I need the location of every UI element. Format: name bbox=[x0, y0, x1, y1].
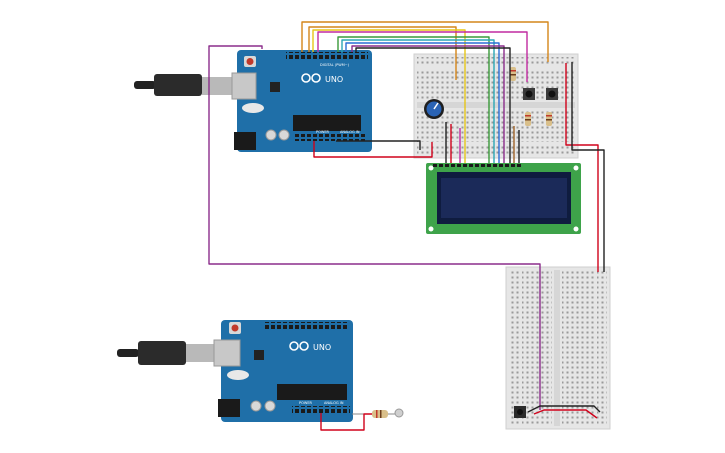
microcontroller-chip-bottom bbox=[277, 384, 347, 400]
wire-red-power-top bbox=[313, 141, 433, 158]
wire-green bbox=[337, 36, 490, 163]
lcd-pin-header bbox=[432, 164, 522, 169]
analog-label-bottom: ANALOG IN bbox=[324, 401, 344, 405]
arduino-logo-bottom bbox=[289, 341, 309, 351]
usb-port-bottom bbox=[213, 339, 241, 367]
power-jack-bottom bbox=[218, 399, 240, 417]
board-model-label-bottom: UNO bbox=[313, 343, 331, 352]
wire-red-rail bbox=[565, 63, 599, 272]
wire-red-bottom bbox=[533, 409, 598, 419]
wire-purple-short bbox=[351, 45, 505, 163]
wire-yellow bbox=[312, 29, 466, 80]
power-label-bottom: POWER bbox=[299, 401, 313, 405]
wire-orange bbox=[301, 21, 549, 62]
wire-black-rail bbox=[571, 62, 605, 272]
power-analog-header-top[interactable] bbox=[295, 134, 367, 141]
board-model-label-top: UNO bbox=[325, 75, 343, 84]
wire-teal bbox=[341, 39, 495, 163]
analog-label-top: ANALOG IN bbox=[340, 130, 360, 134]
wire-black-header bbox=[355, 47, 511, 163]
digital-label-top: DIGITAL (PWM~) bbox=[320, 63, 350, 67]
lcd-display[interactable] bbox=[426, 163, 581, 234]
pushbutton-1[interactable] bbox=[523, 88, 535, 100]
wire-black-gnd-top bbox=[336, 140, 421, 150]
resistor-bottom bbox=[352, 408, 404, 418]
digital-header-top[interactable] bbox=[286, 52, 368, 59]
wire-purple-long bbox=[208, 45, 541, 410]
power-label-top: POWER bbox=[316, 130, 330, 134]
resistor-top-2 bbox=[525, 112, 531, 126]
pushbutton-2[interactable] bbox=[546, 88, 558, 100]
arduino-logo-top bbox=[301, 73, 321, 83]
power-jack-top bbox=[234, 132, 256, 150]
potentiometer[interactable] bbox=[424, 99, 444, 119]
tilt-sensor[interactable] bbox=[514, 406, 526, 418]
breadboard-bottom[interactable] bbox=[505, 266, 611, 430]
digital-header-bottom[interactable] bbox=[265, 322, 349, 329]
lcd-screen bbox=[441, 178, 567, 218]
microcontroller-chip-top bbox=[293, 115, 361, 131]
resistor-top-3 bbox=[546, 112, 552, 126]
wire-blue bbox=[345, 42, 500, 163]
reset-button-bottom[interactable] bbox=[231, 324, 239, 332]
wire-orange-2 bbox=[308, 26, 457, 80]
power-analog-header-bottom[interactable] bbox=[292, 406, 350, 413]
arduino-uno-bottom[interactable]: UNO POWER ANALOG IN bbox=[213, 320, 353, 422]
resistor-top-1 bbox=[510, 67, 516, 81]
wire-magenta bbox=[317, 31, 528, 82]
arduino-uno-top[interactable]: UNO DIGITAL (PWM~) POWER ANALOG IN bbox=[231, 50, 372, 152]
usb-port-top bbox=[231, 72, 257, 100]
usb-cable-top bbox=[134, 74, 232, 96]
reset-button-top[interactable] bbox=[246, 58, 254, 65]
wire-black-bottom bbox=[527, 405, 601, 413]
wire-red-bottom-arduino bbox=[320, 413, 372, 431]
usb-cable-bottom bbox=[117, 341, 216, 365]
